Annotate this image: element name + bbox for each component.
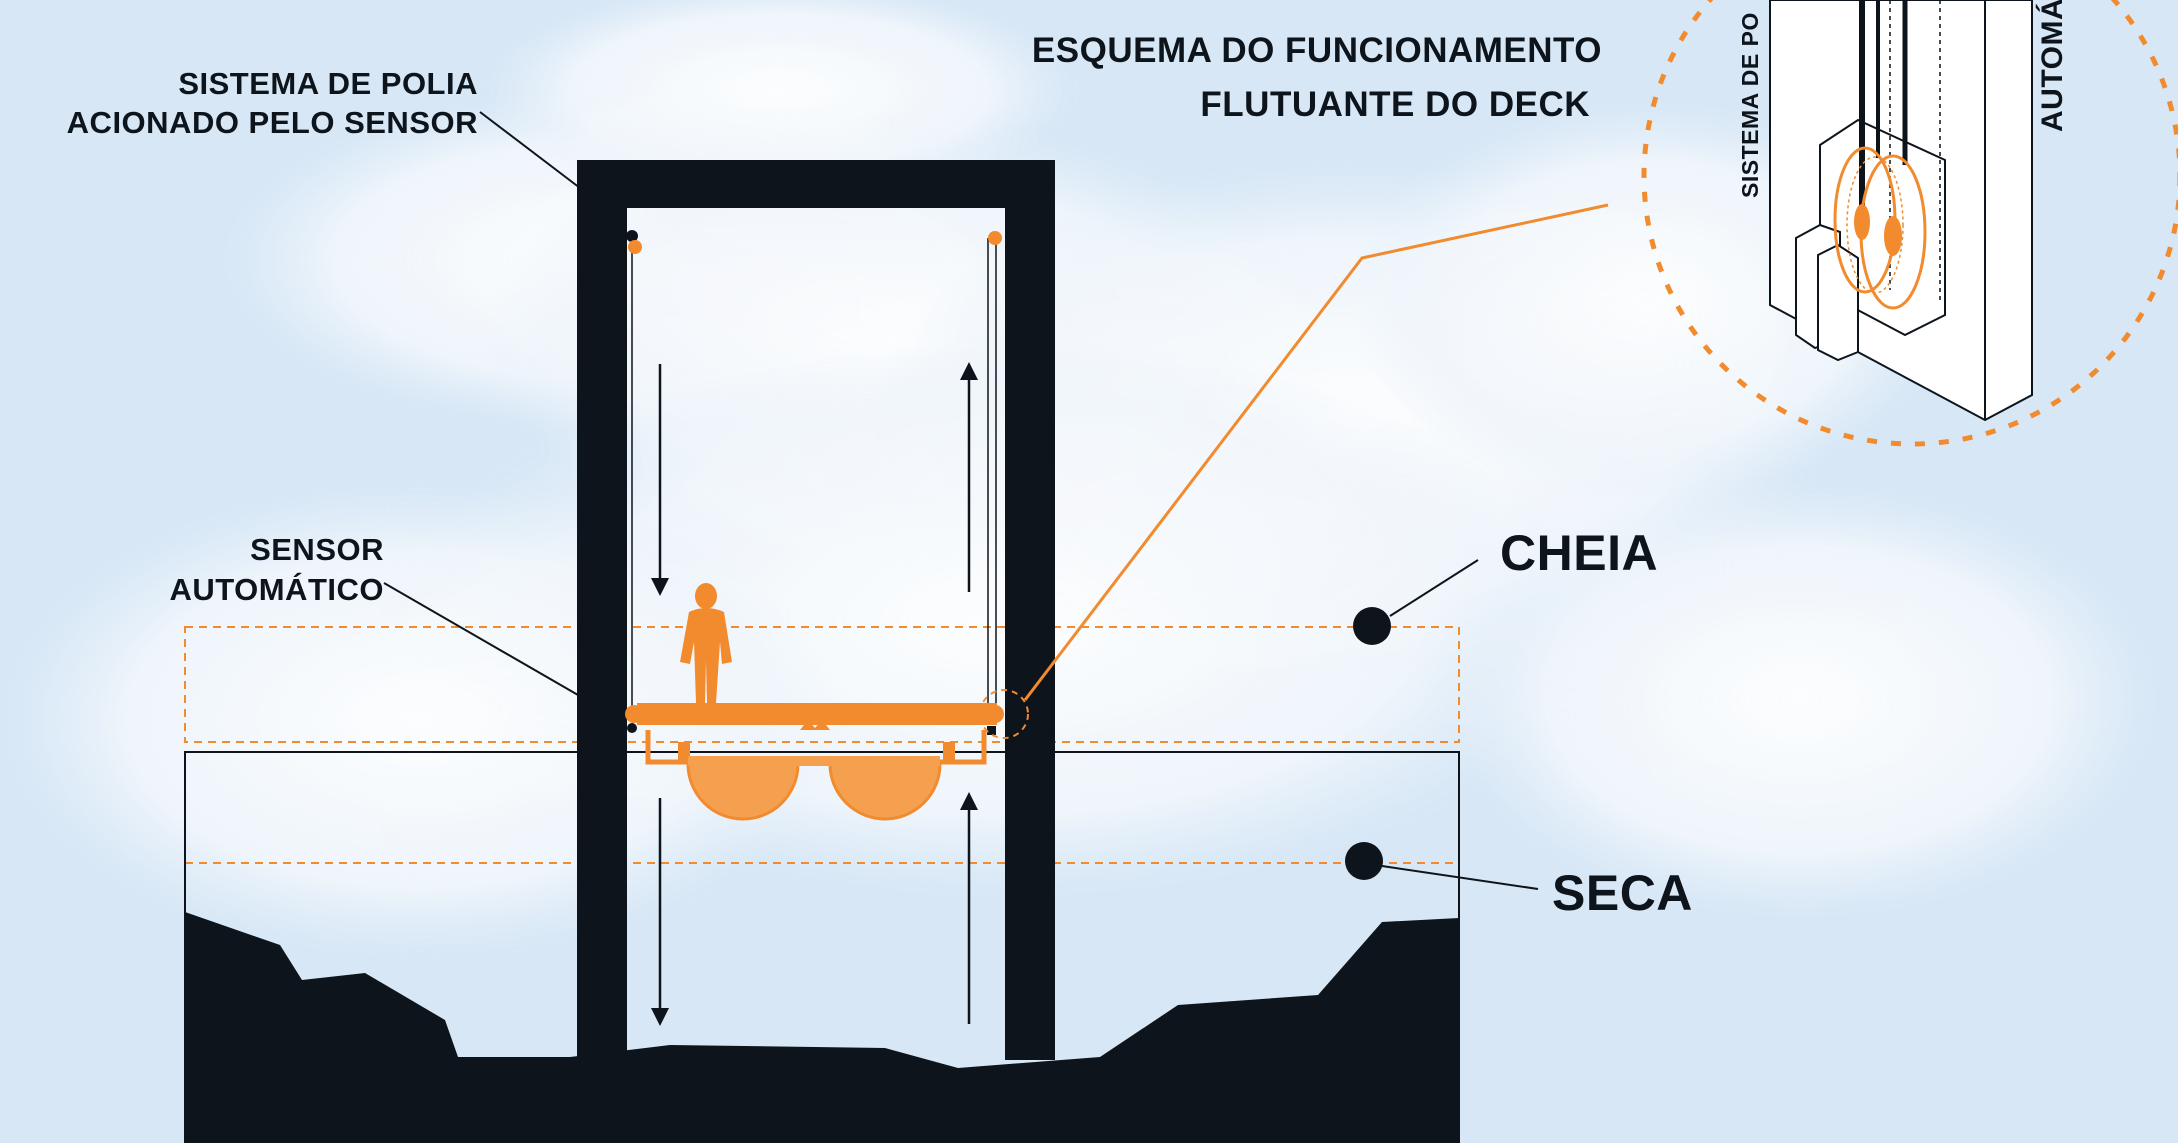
sensor-label-line-2: AUTOMÁTICO [169,572,384,607]
sensor-dot [627,723,637,733]
sensor-square [987,726,996,735]
float-pontoons [686,756,942,821]
dry-level-label: SECA [1552,865,1693,921]
pulley-label-line-2: ACIONADO PELO SENSOR [67,105,478,140]
movement-arrows [651,362,978,1026]
detail-label-left: SISTEMA DE PO [1737,12,1763,198]
detail-leader-line [1023,203,1609,701]
dry-level-marker [1345,842,1383,880]
diagram-title-line-2: FLUTUANTE DO DECK [1200,85,1590,124]
pulley-leader-line [479,111,581,189]
sensor-label-line-1: SENSOR [250,532,384,567]
full-level-leader [1389,559,1479,617]
detail-label-right: AUTOMÁ [2035,0,2069,132]
detail-callout-large [1641,0,2178,447]
full-level-zone [184,626,1460,743]
sensor-leader-line [383,582,579,696]
cables [623,238,997,718]
full-level-marker [1353,607,1391,645]
pulley-label-line-1: SISTEMA DE POLIA [178,66,478,101]
riverbed-terrain [185,912,1459,1143]
clouds [0,0,2160,960]
portal-frame [577,160,1055,1060]
person-silhouette [680,583,732,703]
diagram-title-line-1: ESQUEMA DO FUNCIONAMENTO [1032,31,1602,70]
detail-callout-small [979,689,1029,739]
dry-level-leader [1381,865,1539,890]
full-level-label: CHEIA [1500,525,1658,581]
pulley-top-right [988,231,1002,245]
pulley-top-left [626,230,642,254]
pulley-detail-illustration [1769,0,2033,422]
